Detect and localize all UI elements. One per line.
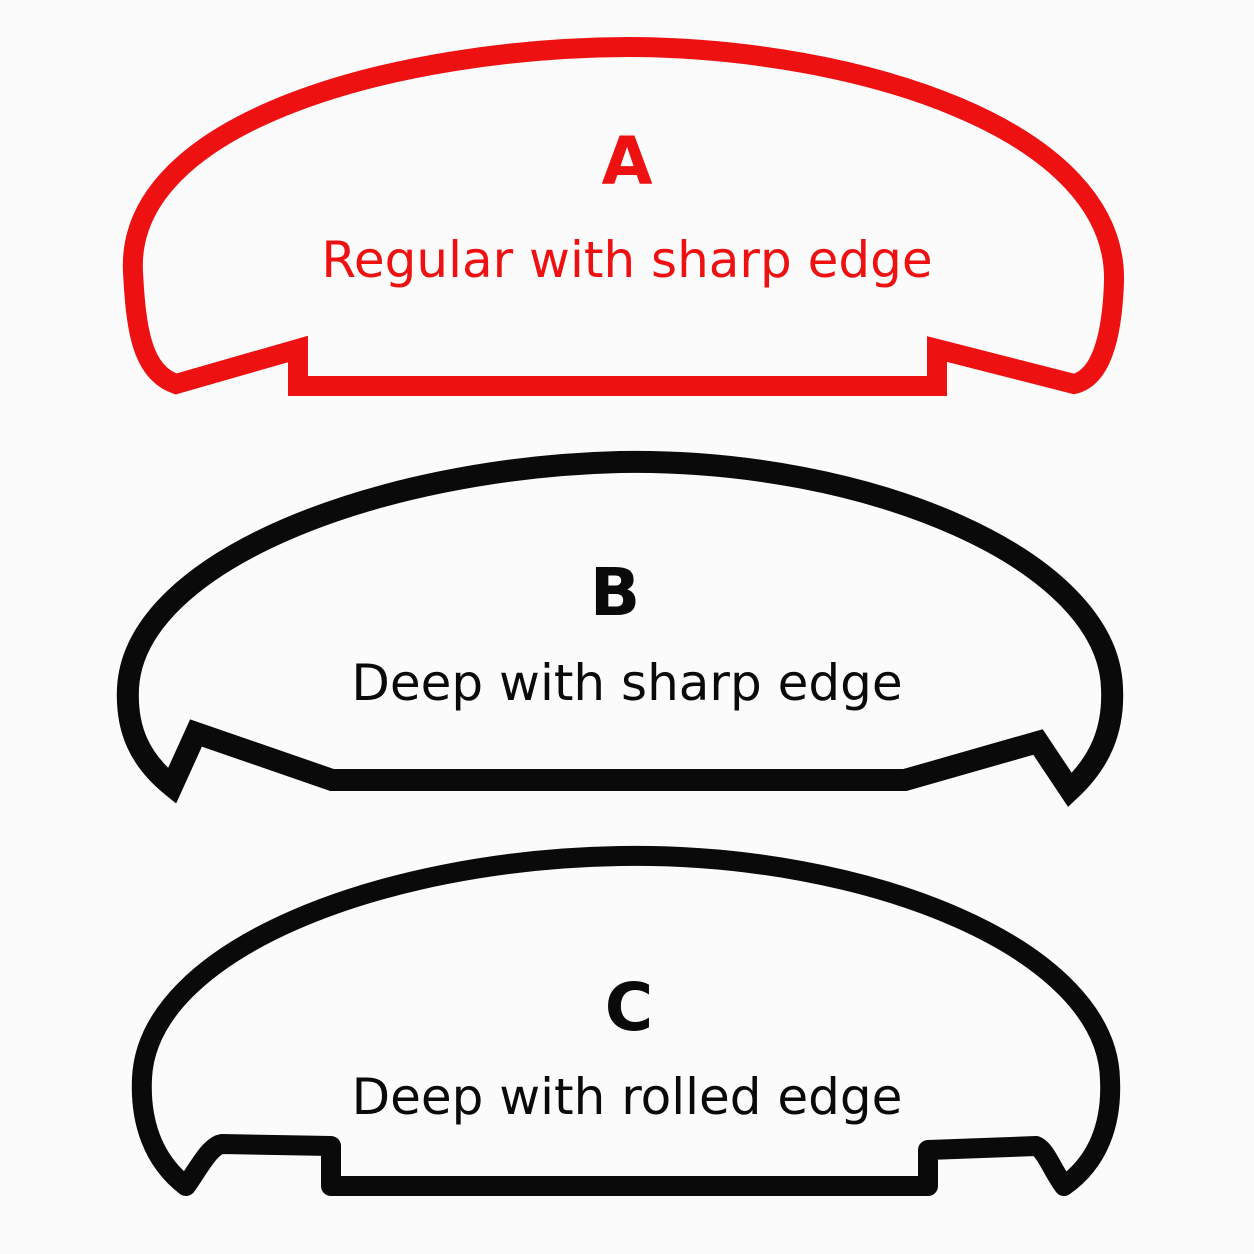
profile-a-outline [122,36,1125,396]
profile-a-letter: A [601,123,653,200]
profile-a-caption: Regular with sharp edge [321,231,933,289]
profile-c-outline [131,845,1121,1196]
profile-b-outline [116,450,1124,807]
profile-b-letter: B [589,554,641,631]
profile-c-letter: C [604,969,654,1046]
profile-b-caption: Deep with sharp edge [351,654,903,712]
profile-c-caption: Deep with rolled edge [351,1068,903,1126]
